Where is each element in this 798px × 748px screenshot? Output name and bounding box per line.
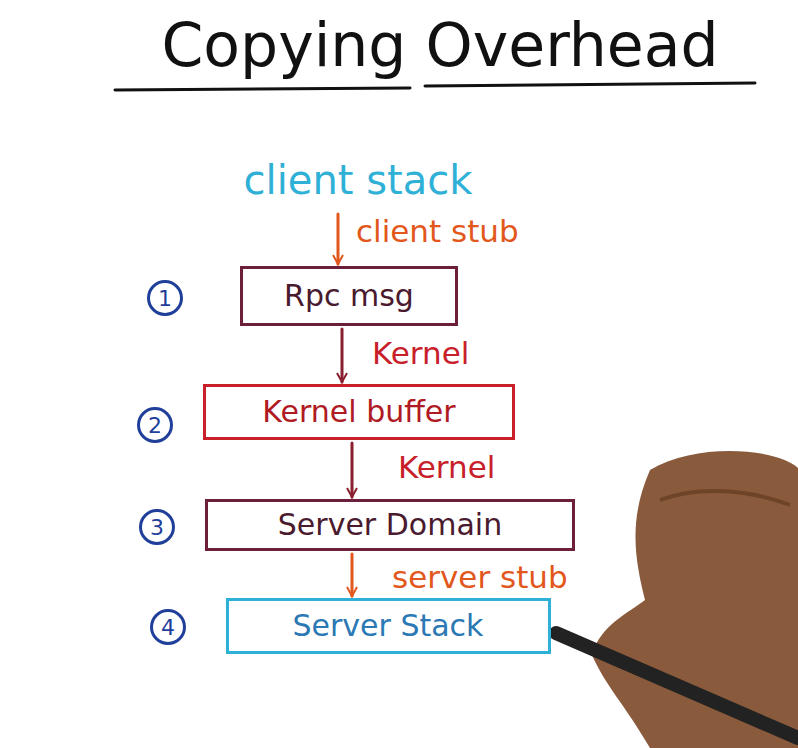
diagram-title: Copying Overhead (161, 12, 718, 78)
process-box: Server Domain (205, 499, 575, 551)
callout-number: 2 (137, 407, 173, 443)
node-text: Rpc msg (284, 278, 414, 314)
edge-label: server stub (390, 559, 570, 596)
flow-arrow (341, 329, 344, 382)
node-text: client stack (244, 156, 473, 204)
pen (556, 633, 798, 738)
process-box: Server Stack (226, 598, 551, 654)
title-underline (425, 83, 755, 86)
process-box: Rpc msg (240, 266, 458, 326)
callout-number: 4 (150, 609, 186, 645)
source-label: client stack (237, 149, 480, 211)
process-box: Kernel buffer (203, 384, 515, 440)
flow-arrow (351, 443, 354, 497)
edge-label: Kernel (396, 449, 497, 486)
node-text: Server Domain (278, 507, 502, 543)
node-text: Server Stack (293, 608, 484, 644)
hand-crease (660, 491, 790, 505)
flow-arrow (337, 214, 340, 264)
callout-number: 1 (147, 280, 183, 316)
edge-label: Kernel (370, 335, 471, 372)
hand (592, 451, 798, 748)
callout-number: 3 (139, 509, 175, 545)
node-text: Kernel buffer (262, 394, 455, 430)
edge-label: client stub (354, 213, 521, 250)
title-underline (115, 88, 410, 90)
flow-arrow (351, 554, 354, 596)
